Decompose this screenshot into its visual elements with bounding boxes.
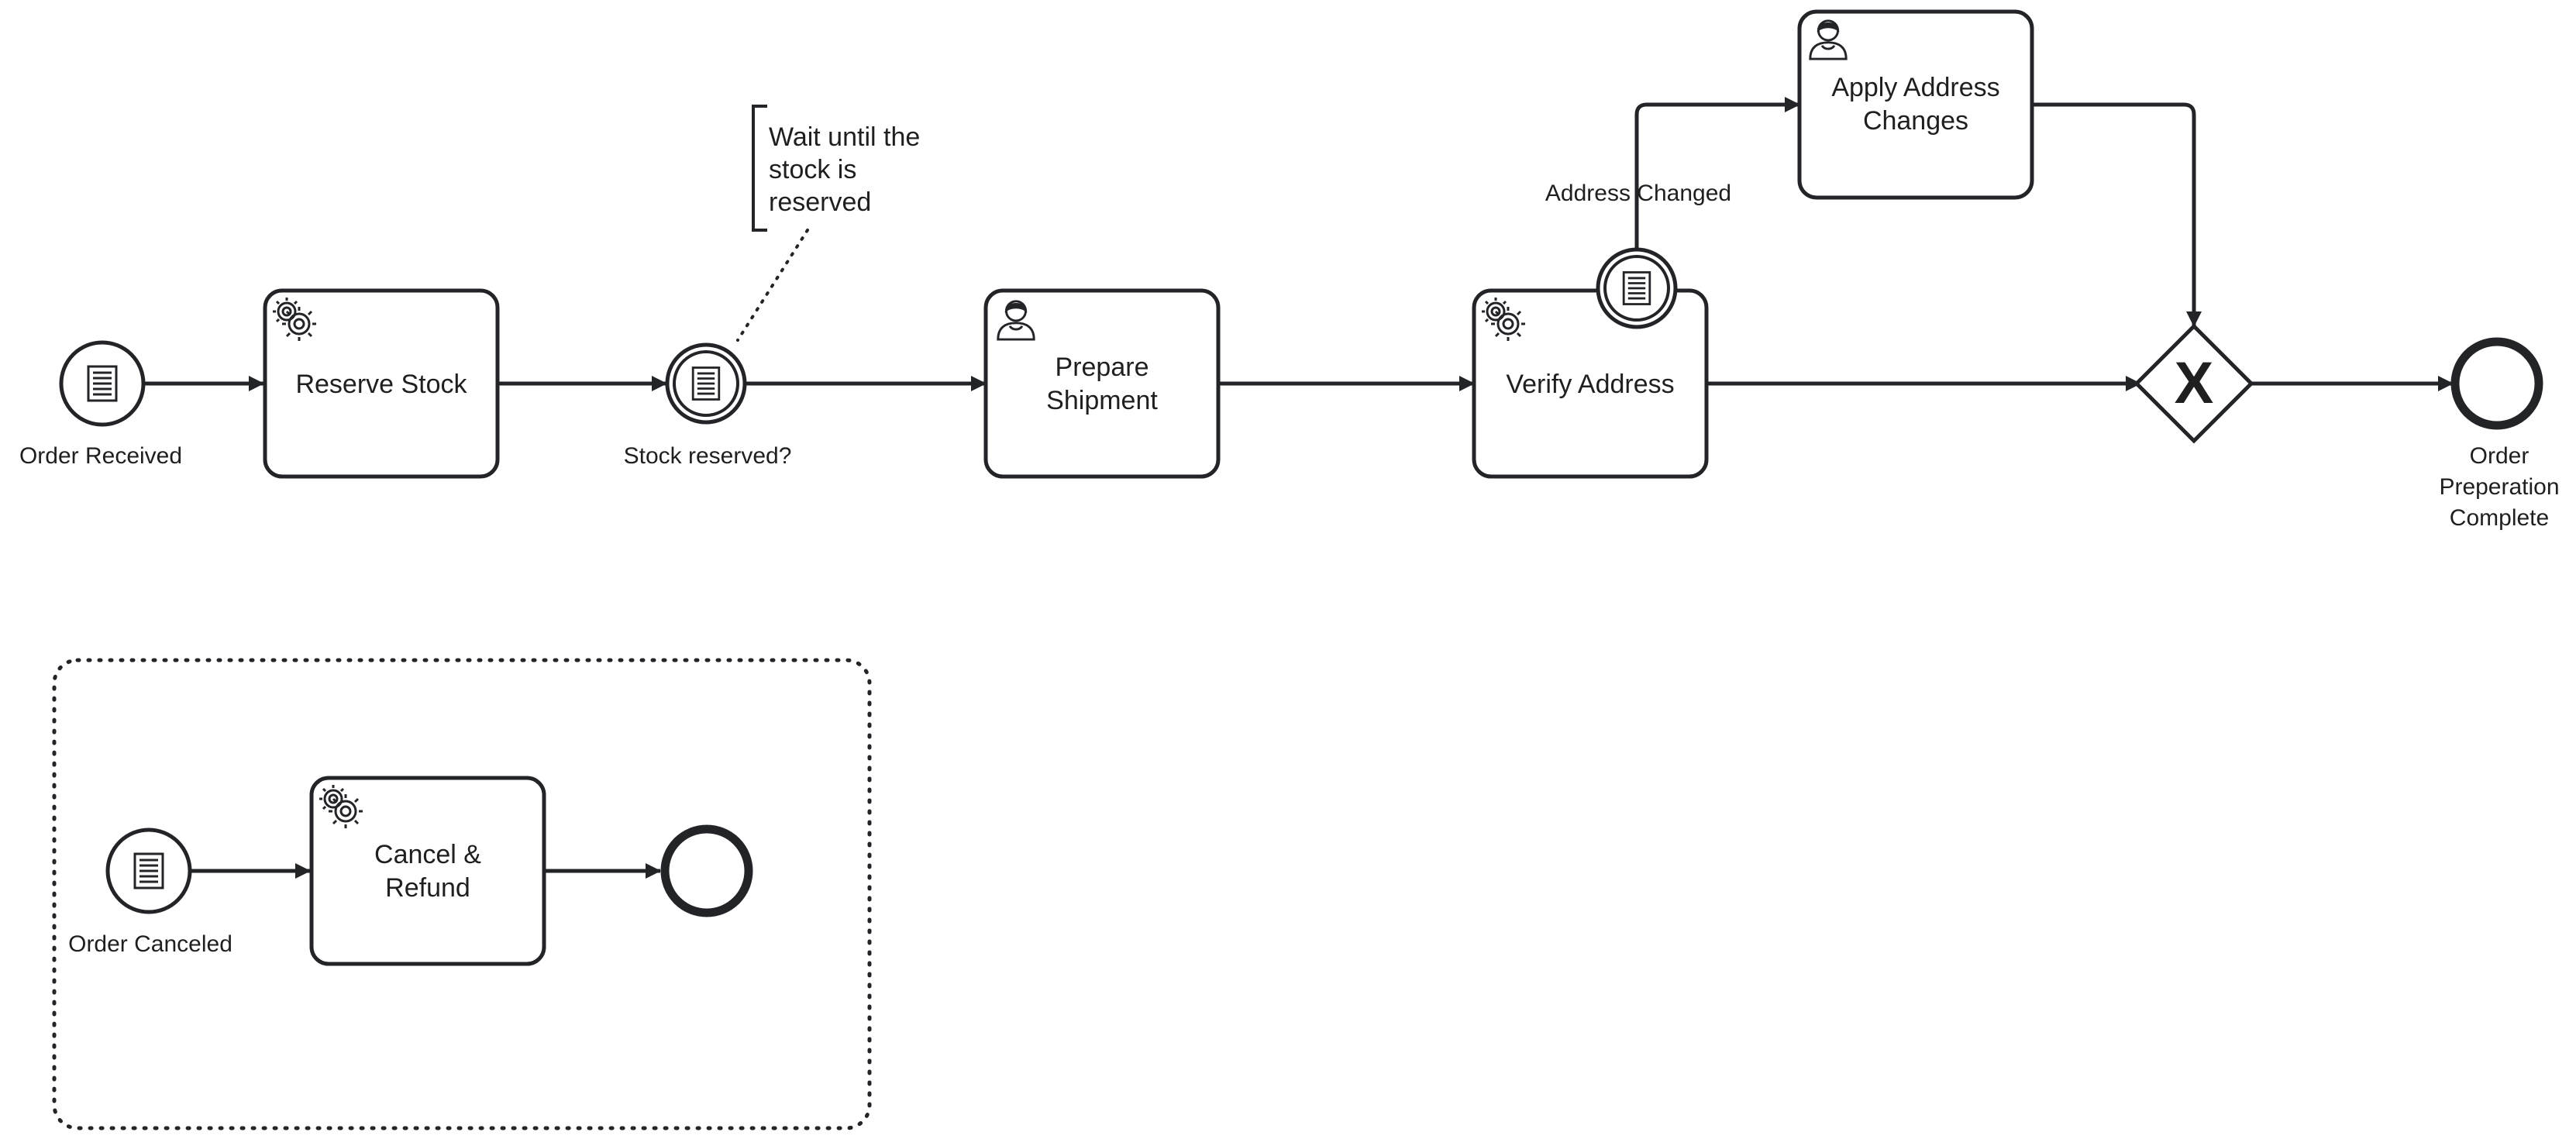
boundary-event-address-changed[interactable] xyxy=(1596,247,1678,329)
task-label-apply-line-1: Apply Address xyxy=(1831,73,1999,102)
message-doc-icon xyxy=(87,365,118,402)
end-event-cancel[interactable] xyxy=(660,824,753,917)
task-label-prepare-line-2: Shipment xyxy=(1046,386,1158,415)
task-verify-address[interactable]: Verify Address xyxy=(1472,288,1709,479)
flow-apply-to-gateway[interactable] xyxy=(2032,102,2202,327)
message-doc-icon xyxy=(1622,271,1651,305)
annotation-bracket xyxy=(752,105,767,232)
task-label-reserve-stock: Reserve Stock xyxy=(295,370,467,399)
task-label-verify-address: Verify Address xyxy=(1506,370,1674,399)
flow-boundary-to-apply[interactable] xyxy=(1634,97,1800,249)
text-annotation[interactable]: Wait until the stock is reserved xyxy=(736,105,920,342)
task-label-prepare-line-1: Prepare xyxy=(1056,353,1149,382)
task-cancel-refund[interactable]: Cancel & Refund xyxy=(309,776,546,966)
event-subprocess-frame[interactable] xyxy=(52,658,872,1130)
event-label-end-line-3: Complete xyxy=(2450,505,2549,531)
event-label-end-line-2: Preperation xyxy=(2439,474,2559,500)
event-label-order-canceled: Order Canceled xyxy=(68,931,232,957)
task-apply-address-changes[interactable]: Apply Address Changes xyxy=(1797,9,2034,200)
event-label-stock-reserved: Stock reserved? xyxy=(624,443,792,469)
annotation-line-1: Wait until the xyxy=(769,122,920,152)
event-label-order-received: Order Received xyxy=(19,443,182,469)
event-label-address-changed: Address Changed xyxy=(1545,181,1731,206)
task-prepare-shipment[interactable]: Prepare Shipment xyxy=(983,288,1221,479)
annotation-line-3: reserved xyxy=(769,188,871,217)
start-event-order-canceled[interactable] xyxy=(105,828,192,914)
annotation-line-2: stock is xyxy=(769,155,856,184)
end-event-order-complete[interactable] xyxy=(2450,337,2543,430)
task-label-apply-line-2: Changes xyxy=(1863,106,1968,136)
exclusive-gateway[interactable]: X xyxy=(2133,323,2254,444)
annotation-association xyxy=(736,229,809,342)
task-label-cancel-line-2: Refund xyxy=(385,873,470,903)
task-reserve-stock[interactable]: Reserve Stock xyxy=(263,288,500,479)
event-label-end-line-1: Order xyxy=(2470,443,2530,469)
gateway-x-marker: X xyxy=(2175,350,2214,416)
message-doc-icon xyxy=(691,366,721,401)
intermediate-event-stock-reserved[interactable] xyxy=(665,342,747,425)
start-event-order-received[interactable] xyxy=(59,340,146,427)
task-label-cancel-line-1: Cancel & xyxy=(374,840,481,869)
message-doc-icon xyxy=(133,852,164,890)
